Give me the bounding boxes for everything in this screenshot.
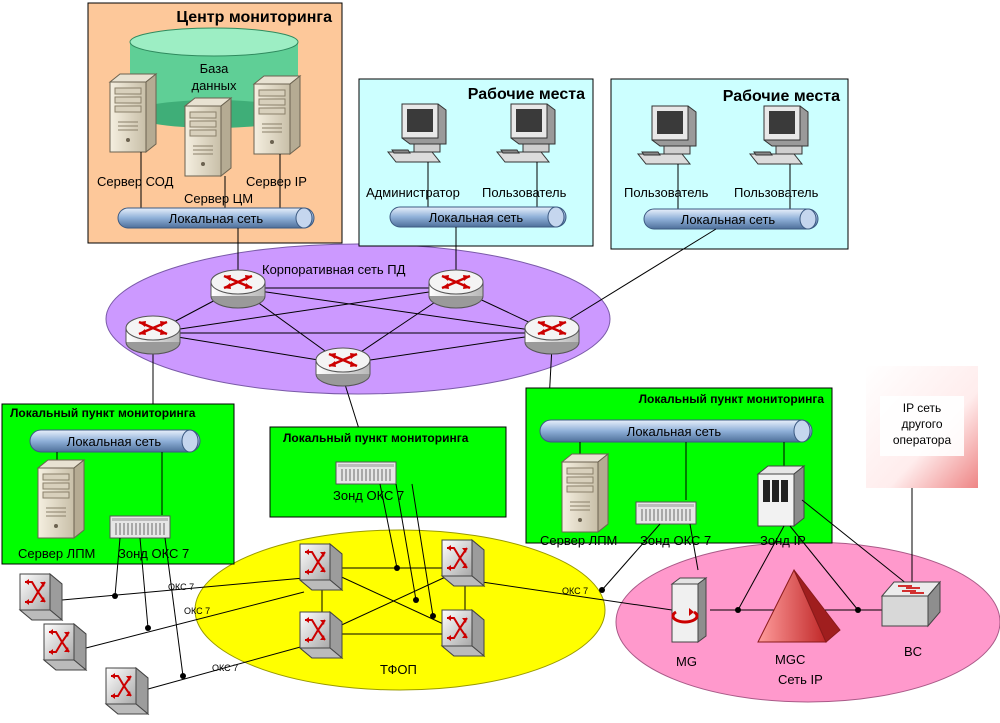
probe-oks7-left-label: Зонд ОКС 7 xyxy=(118,546,189,561)
server-cm-label: Сервер ЦМ xyxy=(184,191,253,206)
junction-dots xyxy=(112,565,861,679)
pstn-switch-icon-3 xyxy=(299,611,343,659)
server-sod-icon xyxy=(109,73,157,153)
probe-oks7-center-icon xyxy=(335,461,397,485)
router-icon-3 xyxy=(124,314,182,356)
corporate-network-label: Корпоративная сеть ПД xyxy=(262,262,406,277)
lan-pipe-lpm-right xyxy=(539,419,813,443)
workplaces-title-2: Рабочие места xyxy=(723,88,840,105)
probe-ip-label: Зонд IP xyxy=(760,533,806,548)
lpm-right-title: Локальный пункт мониторинга xyxy=(639,392,825,406)
lan-label-lpm-right: Локальная сеть xyxy=(627,424,722,439)
other-ip-line-1: IP сеть xyxy=(903,401,941,415)
pstn-switch-icon-1 xyxy=(299,543,343,591)
lan-pipe-workplaces-2 xyxy=(643,208,819,230)
link-label-oks-4: ОКС 7 xyxy=(562,586,588,596)
monitoring-center-title: Центр мониторинга xyxy=(176,9,332,26)
workplaces-panel-2: Рабочие места Пользователь Пользователь … xyxy=(610,78,849,250)
link-label-oks-1: ОКС 7 xyxy=(168,582,194,592)
router-icon-5 xyxy=(314,346,372,388)
probe-oks7-right-icon xyxy=(635,501,697,525)
database-label-bottom: данных xyxy=(191,78,237,93)
server-lpm-right-icon xyxy=(561,453,609,533)
lpm-panel-right: Локальный пункт мониторинга Локальная се… xyxy=(525,387,833,548)
user-label: Пользователь xyxy=(482,185,567,200)
server-cm-icon xyxy=(184,97,232,177)
lan-label-center: Локальная сеть xyxy=(169,211,264,226)
mg-icon xyxy=(670,577,708,643)
pstn-switch-icon-2 xyxy=(441,539,485,587)
lan-pipe-lpm-left xyxy=(29,429,201,453)
lpm-panel-center: Локальный пункт мониторинга Зонд ОКС 7 xyxy=(269,426,507,518)
other-ip-line-2: другого xyxy=(901,417,942,431)
router-icon-2 xyxy=(427,268,485,310)
mgc-label: MGC xyxy=(775,652,805,667)
remote-switch-icon-1 xyxy=(19,573,63,621)
server-lpm-left-label: Сервер ЛПМ xyxy=(18,546,95,561)
lan-label-workplaces-1: Локальная сеть xyxy=(429,210,524,225)
link-label-oks-3: ОКС 7 xyxy=(212,663,238,673)
lan-pipe-center xyxy=(117,207,315,229)
probe-oks7-left-icon xyxy=(109,515,171,539)
probe-ip-icon xyxy=(756,464,806,528)
probe-oks7-center-label: Зонд ОКС 7 xyxy=(333,488,404,503)
monitoring-center-panel: Центр мониторинга База данных Сервер СОД… xyxy=(87,2,343,244)
pstn-ellipse xyxy=(194,529,606,691)
other-operator-ip-cloud xyxy=(866,366,978,488)
server-ip-icon xyxy=(253,75,301,155)
server-lpm-right-label: Сервер ЛПМ xyxy=(540,533,617,548)
server-ip-label: Сервер IP xyxy=(246,174,307,189)
remote-switch-icon-2 xyxy=(43,623,87,671)
router-icon-1 xyxy=(209,268,267,310)
server-sod-label: Сервер СОД xyxy=(97,174,174,189)
workplaces-title-1: Рабочие места xyxy=(468,86,585,103)
router-icon-4 xyxy=(523,314,581,356)
link-label-oks-2: ОКС 7 xyxy=(184,606,210,616)
user1-label: Пользователь xyxy=(624,185,709,200)
user2-label: Пользователь xyxy=(734,185,819,200)
bc-label: BC xyxy=(904,644,922,659)
admin-label: Администратор xyxy=(366,185,460,200)
lan-label-workplaces-2: Локальная сеть xyxy=(681,212,776,227)
mg-label: MG xyxy=(676,654,697,669)
mgc-pyramid-icon xyxy=(757,568,841,643)
workplaces-panel-1: Рабочие места Администратор Пользователь… xyxy=(358,78,594,247)
server-lpm-left-icon xyxy=(37,459,85,539)
other-ip-line-3: оператора xyxy=(893,433,952,447)
pstn-switch-icon-4 xyxy=(441,609,485,657)
pstn-label: ТФОП xyxy=(380,662,417,677)
bc-switch-icon xyxy=(880,580,942,628)
remote-switch-icon-3 xyxy=(105,667,149,715)
ip-network-label: Сеть IP xyxy=(778,672,823,687)
lpm-center-title: Локальный пункт мониторинга xyxy=(283,431,469,445)
lan-pipe-workplaces-1 xyxy=(389,206,567,228)
lpm-panel-left: Локальный пункт мониторинга Локальная се… xyxy=(1,403,235,565)
database-label-top: База xyxy=(200,61,230,76)
lpm-left-title: Локальный пункт мониторинга xyxy=(10,406,196,420)
lan-label-lpm-left: Локальная сеть xyxy=(67,434,162,449)
